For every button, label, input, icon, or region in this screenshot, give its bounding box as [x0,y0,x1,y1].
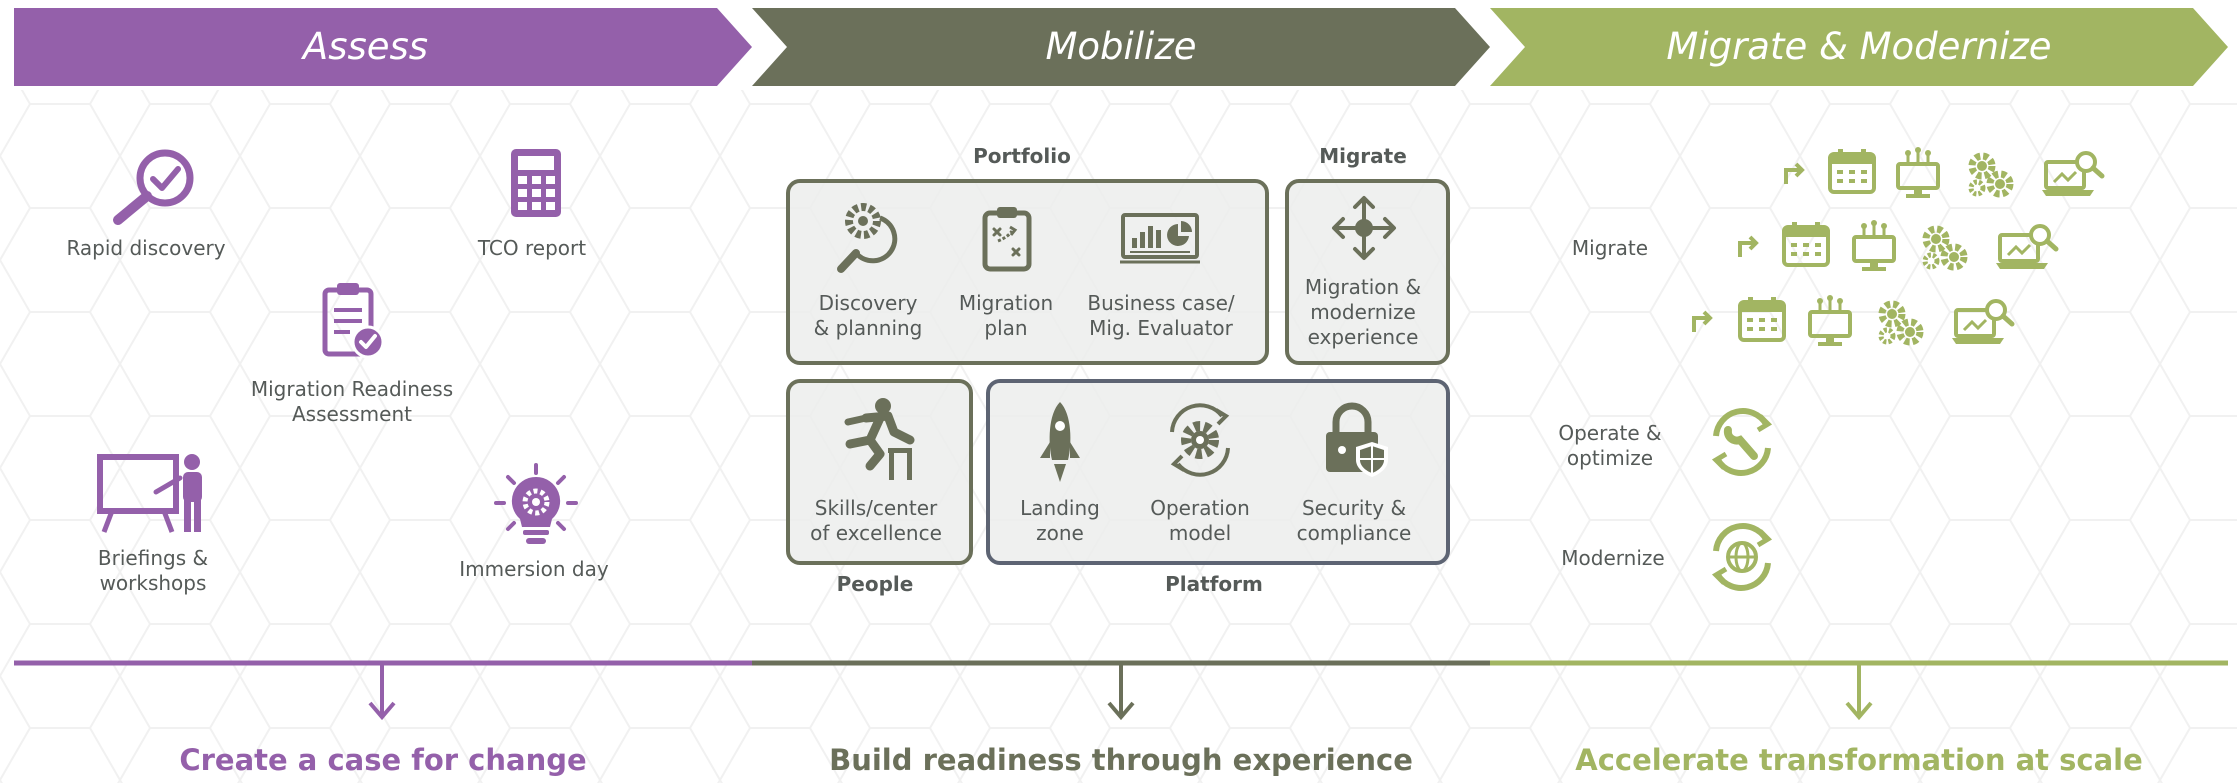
operation-model-line2: model [1168,521,1232,545]
people-header: People [836,572,914,596]
phase-title-migrate-modernize: Migrate & Modernize [1666,25,2052,68]
landing-zone-line1: Landing [1020,496,1100,520]
discovery-line1: Discovery [818,291,918,315]
phase-title-assess: Assess [302,25,429,68]
operate-line1: Operate & [1558,421,1662,445]
business-case-line1: Business case/ [1087,291,1235,315]
clipboard-plan-icon [982,207,1032,272]
discovery-line2: & planning [813,316,923,340]
migration-plan-line2: plan [984,316,1028,340]
migrate-down-arrow [1845,665,1873,721]
migration-modernize-line1: Migration & [1304,275,1422,299]
migration-plan-line1: Migration [958,291,1054,315]
migrate-label: Migrate [1571,236,1649,260]
migration-modernize-label: Migration & modernize experience [1293,275,1433,350]
hurdle-jumper-icon [844,398,915,480]
mobilize-down-arrow [1107,665,1135,721]
landing-zone-line2: zone [1036,521,1084,545]
skills-line1: Skills/center [814,496,938,520]
migrate-banner [1490,8,2228,86]
operation-model-label: Operation model [1140,496,1260,546]
mobilize-banner [752,8,1490,86]
globe-cycle-icon [1711,523,1773,591]
landing-zone-label: Landing zone [1000,496,1120,546]
discovery-planning-label: Discovery & planning [798,291,938,341]
migrate-box [1285,179,1450,365]
phase-banners [14,8,2228,86]
security-line1: Security & [1301,496,1407,520]
platform-header: Platform [1165,572,1263,596]
immersion-day-label: Immersion day [459,557,609,581]
operate-line2: optimize [1566,446,1654,470]
operation-model-line1: Operation [1150,496,1250,520]
skills-label: Skills/center of excellence [796,496,956,546]
business-case-label: Business case/ Mig. Evaluator [1076,291,1246,341]
magnifier-gear-icon [837,203,898,273]
bottom-timeline [14,660,2228,721]
migration-readiness-line2: Assessment [292,402,412,426]
lock-shield-icon [1326,402,1388,477]
portfolio-box [786,179,1269,365]
gear-cycle-icon [1170,403,1230,477]
operate-optimize-label: Operate & optimize [1550,421,1670,471]
assess-down-arrow [368,665,396,721]
skills-line2: of excellence [810,521,942,545]
migrate-footer: Accelerate transformation at scale [1575,743,2143,777]
phase-title-mobilize: Mobilize [1045,25,1197,68]
portfolio-header: Portfolio [973,144,1071,168]
wrench-cycle-icon [1711,408,1773,476]
clipboard-check-icon [322,283,385,359]
assess-footer: Create a case for change [179,743,587,777]
modernize-label: Modernize [1561,546,1665,570]
magnifier-check-icon [113,149,194,225]
calculator-icon [511,149,561,217]
migration-plan-label: Migration plan [946,291,1066,341]
migration-readiness-line1: Migration Readiness [250,377,454,401]
security-compliance-label: Security & compliance [1284,496,1424,546]
rapid-discovery-label: Rapid discovery [66,236,226,260]
briefings-workshops-label: Briefings & workshops [73,546,233,596]
migrate-icon-rows [1692,145,2120,348]
migration-readiness-label: Migration Readiness Assessment [232,377,472,427]
migrate-header: Migrate [1319,144,1407,168]
briefings-line1: Briefings & [97,546,209,570]
lightbulb-gear-icon [494,463,578,544]
briefings-line2: workshops [99,571,207,595]
mobilize-footer: Build readiness through experience [829,743,1413,777]
security-line2: compliance [1296,521,1412,545]
assess-banner [14,8,752,86]
dashboard-icon [1120,213,1200,264]
rocket-icon [1040,402,1080,482]
migration-modernize-line2: modernize [1310,300,1416,324]
presenter-board-icon [97,454,202,533]
move-arrows-icon [1332,196,1396,260]
tco-report-label: TCO report [477,236,587,260]
business-case-line2: Mig. Evaluator [1089,316,1233,340]
migration-modernize-line3: experience [1307,325,1419,349]
